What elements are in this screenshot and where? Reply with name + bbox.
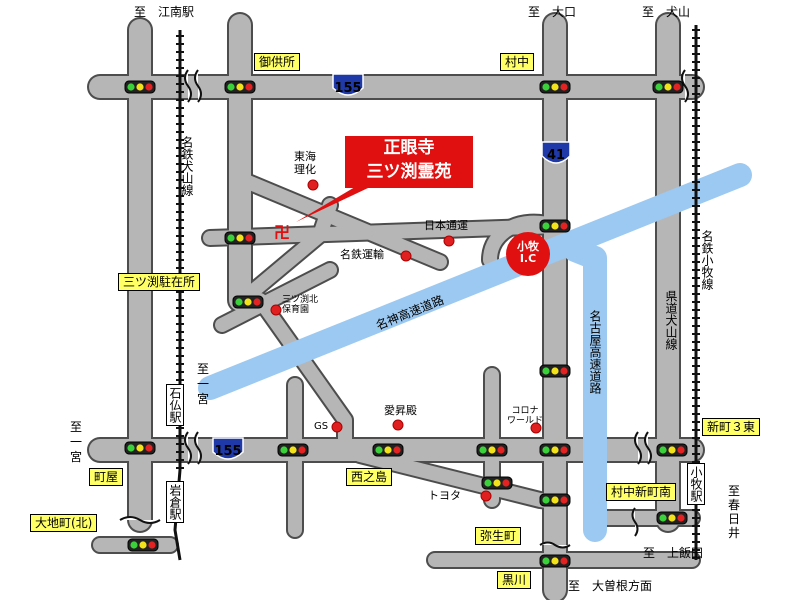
route-155-shield-bottom: 155 — [212, 437, 244, 460]
intersection-kurokawa: 黒川 — [497, 571, 532, 589]
landmark-tokai-rika: 東海 理化 — [294, 150, 316, 176]
ic-name: 小牧 — [517, 240, 539, 253]
traffic-light — [476, 443, 508, 457]
landmark-nippon-tsuun: 日本通運 — [424, 219, 468, 232]
traffic-light — [232, 295, 264, 309]
svg-text:155: 155 — [214, 444, 241, 459]
intersection-ojimachi-kita: 大地町(北) — [30, 514, 98, 532]
traffic-light — [124, 80, 156, 94]
traffic-light — [539, 219, 571, 233]
dest-oguchi: 至 大口 — [528, 5, 577, 19]
break-marks — [119, 69, 689, 549]
route-41-shield: 41 — [541, 141, 571, 164]
landmark-aishoden: 愛昇殿 — [384, 404, 417, 417]
intersection-shinmachi3: 新町３東 — [702, 418, 761, 436]
landmark-mitsubuchi-nursery: 三ツ渕北 保育園 — [282, 295, 319, 315]
dest-konan: 至 江南駅 — [134, 5, 195, 19]
expressways — [198, 163, 752, 542]
svg-text:155: 155 — [334, 81, 361, 96]
station-ishibotoke: 石仏駅 — [166, 384, 184, 426]
railways — [173, 25, 700, 561]
dest-ichinomiya-mid: 至 一 宮 — [197, 362, 210, 406]
nagoya-expressway-label: 名古屋高速道路 — [588, 310, 602, 394]
traffic-light — [224, 231, 256, 245]
temple-box: 正眼寺 三ツ渕霊苑 — [345, 136, 473, 188]
intersection-muranaka-shinmachi-minami: 村中新町南 — [606, 483, 677, 501]
intersection-mitsubuchi: 三ツ渕駐在所 — [118, 273, 201, 291]
intersection-machiya: 町屋 — [89, 468, 124, 486]
dest-kamiiida: 至 上飯田 — [643, 546, 704, 560]
traffic-light — [127, 538, 159, 552]
traffic-lights — [124, 80, 688, 568]
traffic-light — [539, 554, 571, 568]
landmark-corona-world: コロナ ワールド — [507, 406, 544, 426]
road-prefectural-inuyama: 県道犬山線 — [664, 290, 678, 350]
dest-kasugai: 至 春 日 井 — [728, 484, 741, 540]
intersection-nishinoshima: 西之島 — [346, 468, 393, 486]
traffic-light — [539, 493, 571, 507]
ic-code: I.C — [519, 252, 537, 265]
dest-ichinomiya-left: 至 一 宮 — [70, 420, 83, 464]
komaki-ic-badge: 小牧 I.C — [506, 232, 550, 276]
traffic-light — [372, 443, 404, 457]
svg-text:41: 41 — [547, 148, 565, 163]
station-komaki: 小牧駅 — [687, 463, 705, 505]
dest-inuyama: 至 犬山 — [642, 5, 691, 19]
landmark-dots — [270, 179, 542, 502]
temple-cemetery-name: 三ツ渕霊苑 — [366, 162, 452, 182]
landmark-gs: GS — [314, 421, 329, 432]
traffic-light — [656, 443, 688, 457]
traffic-light — [481, 476, 513, 490]
traffic-light — [224, 80, 256, 94]
rail-meitetsu-komaki: 名鉄小牧線 — [700, 230, 714, 290]
intersection-muranaka: 村中 — [500, 53, 535, 71]
station-iwakura: 岩倉駅 — [166, 481, 184, 523]
intersection-gokusho: 御供所 — [254, 53, 301, 71]
temple-pointer — [296, 184, 368, 222]
traffic-light — [277, 443, 309, 457]
rail-meitetsu-inuyama: 名鉄犬山線 — [180, 136, 194, 196]
route-155-shield-top: 155 — [332, 73, 364, 96]
traffic-light — [539, 443, 571, 457]
traffic-light — [656, 511, 688, 525]
traffic-light — [539, 80, 571, 94]
traffic-light — [124, 441, 156, 455]
traffic-light — [652, 80, 684, 94]
temple-name: 正眼寺 — [383, 138, 435, 158]
landmark-meitetsu-unyu: 名鉄運輸 — [340, 248, 384, 261]
intersection-yayoicho: 弥生町 — [475, 527, 522, 545]
temple-symbol: 卍 — [274, 223, 291, 242]
traffic-light — [539, 364, 571, 378]
dest-osone: 至 大曽根方面 — [568, 579, 653, 593]
landmark-toyota: トヨタ — [428, 489, 461, 502]
